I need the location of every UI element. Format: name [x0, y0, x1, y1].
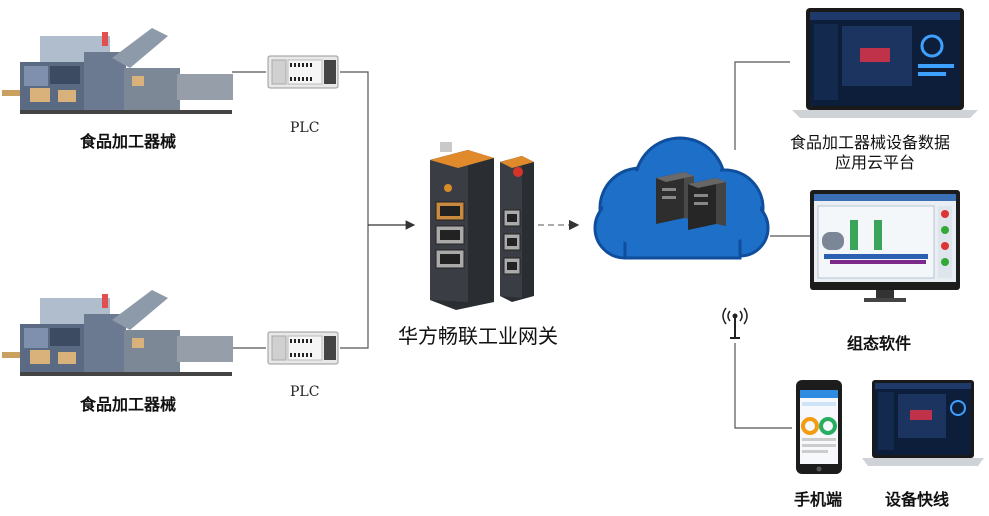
fast-line-label: 设备快线 — [885, 490, 950, 509]
food-machine-image-1 — [2, 28, 234, 120]
plc-label-2: PLC — [290, 384, 320, 400]
cloud-platform-label-line2: 应用云平台 — [835, 153, 916, 172]
plc-bus-line — [340, 71, 369, 349]
cloud-platform-label-line1: 食品加工器械设备数据 — [790, 133, 951, 152]
plc-device-image-1 — [266, 52, 340, 92]
machine-label-2: 食品加工器械 — [80, 395, 177, 414]
mobile-phone-image — [796, 380, 844, 476]
cloud-mobile-link — [734, 343, 792, 429]
cloud-icon — [580, 128, 780, 268]
antenna-icon — [722, 306, 748, 342]
gateway-label: 华方畅联工业网关 — [398, 324, 558, 348]
scada-label: 组态软件 — [847, 334, 912, 353]
food-machine-image-2 — [2, 290, 234, 382]
server-icon — [656, 172, 726, 230]
machine-label-1: 食品加工器械 — [80, 132, 177, 151]
fast-line-laptop-image — [862, 378, 984, 474]
plc-device-image-2 — [266, 328, 340, 368]
mobile-label: 手机端 — [794, 490, 843, 509]
plc-label-1: PLC — [290, 120, 320, 136]
cloud-platform-laptop-image — [792, 6, 978, 122]
cloud-platform-link — [734, 61, 790, 150]
scada-monitor-image — [810, 190, 960, 304]
industrial-gateway-image — [418, 140, 536, 310]
